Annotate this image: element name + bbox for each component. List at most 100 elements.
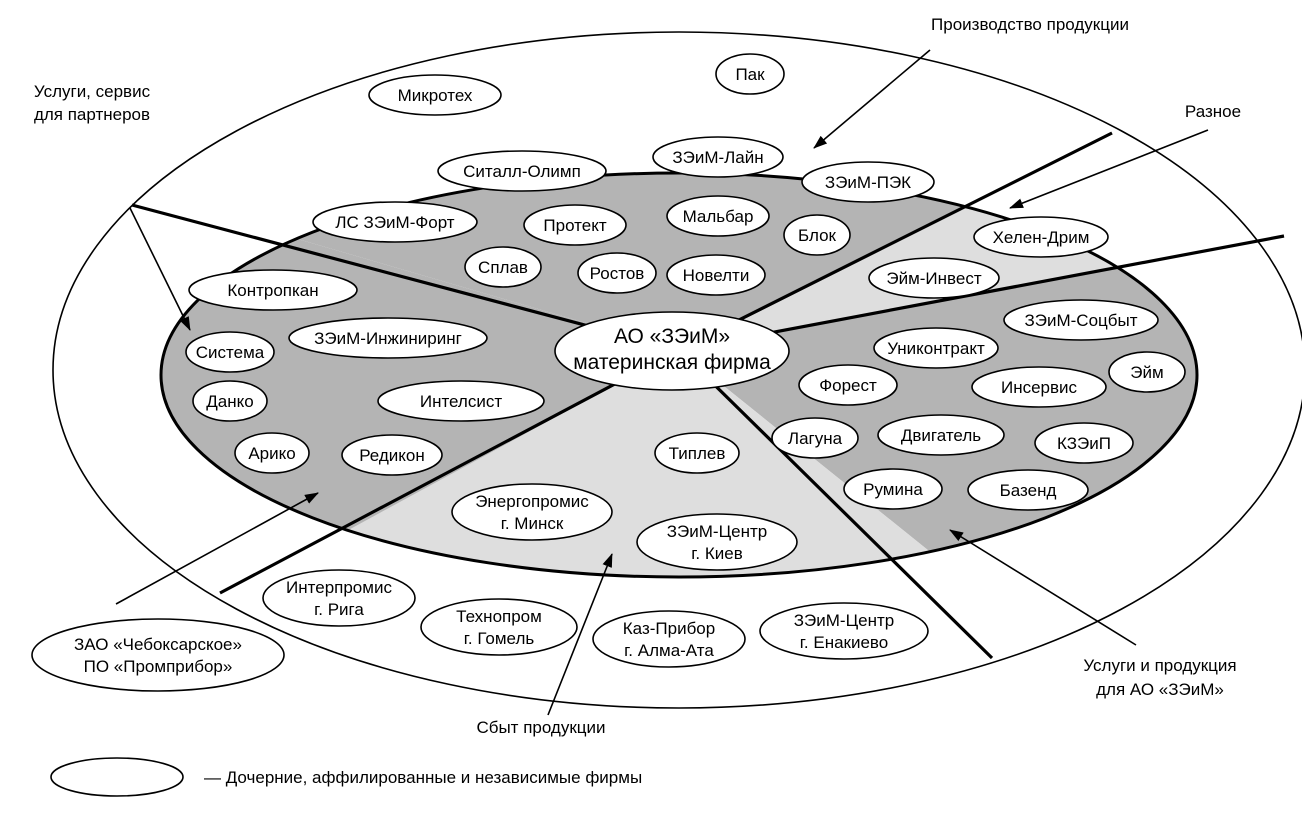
firm-label: Сплав (478, 258, 528, 277)
divider-line-lower-right (677, 348, 994, 660)
firm-label: Пак (735, 65, 765, 84)
firm-ellipse (1003, 299, 1159, 341)
arrow-services-partners (129, 207, 191, 331)
firm-ellipse (877, 414, 1005, 456)
firm-label: г. Гомель (464, 629, 535, 648)
firm-helen-drim: Хелен-Дрим (973, 216, 1109, 258)
firm-label: КЗЭиП (1057, 434, 1111, 453)
firm-label: Румина (863, 480, 923, 499)
firm-label: ЗЭиМ-Центр (667, 522, 767, 541)
callout-services-products-line2: для АО «ЗЭиМ» (1096, 680, 1224, 699)
firm-label: Хелен-Дрим (993, 228, 1090, 247)
callout-services-products-line1: Услуги и продукция (1083, 656, 1236, 675)
firm-ellipse (437, 150, 607, 192)
firm-cheboksarskoe: ЗАО «Чебоксарское» ПО «Промприбор» (31, 618, 285, 692)
callout-sales: Сбыт продукции (476, 718, 605, 737)
firm-ellipse (801, 161, 935, 203)
firm-ellipse (783, 214, 851, 256)
arrow-misc (1009, 129, 1209, 209)
sector-production (161, 173, 1110, 350)
firm-ellipse (771, 417, 859, 459)
callout-misc: Разное (1185, 102, 1241, 121)
firm-label: Интерпромис (286, 578, 392, 597)
firm-malbar: Мальбар (666, 195, 770, 237)
firm-label: Лагуна (788, 429, 843, 448)
firm-rostov: Ростов (577, 252, 657, 294)
firm-label: Каз-Прибор (623, 619, 715, 638)
firm-ellipse (368, 74, 502, 116)
firm-label: ЗЭиМ-Инжиниринг (314, 329, 462, 348)
firm-ellipse (873, 327, 999, 369)
center-label-line2: материнская фирма (573, 351, 771, 374)
firm-ellipse (288, 317, 488, 359)
firm-ellipse (31, 618, 285, 692)
firm-kzeip: КЗЭиП (1034, 422, 1134, 464)
firm-ellipse (654, 432, 740, 474)
firm-label: ЗАО «Чебоксарское» (74, 635, 242, 654)
firm-label: Технопром (456, 607, 542, 626)
firm-label: Униконтракт (887, 339, 985, 358)
firm-ellipse (451, 483, 613, 541)
firm-ellipse (843, 468, 943, 510)
callout-services-partners-line2: для партнеров (34, 105, 150, 124)
firm-unikontrakt: Униконтракт (873, 327, 999, 369)
firm-kaz-pribor: Каз-Прибор г. Алма-Ата (592, 610, 746, 668)
legend-text: — Дочерние, аффилированные и независимые… (204, 768, 642, 787)
firm-ellipse (420, 598, 578, 656)
firm-ellipse (666, 254, 766, 296)
firm-label: Ситалл-Олимп (463, 162, 581, 181)
firm-zeim-pek: ЗЭиМ-ПЭК (801, 161, 935, 203)
callout-services-partners-line1: Услуги, сервис (34, 82, 151, 101)
firm-ellipse (185, 331, 275, 373)
firm-ellipse (234, 432, 310, 474)
firm-ariko: Арико (234, 432, 310, 474)
firm-label: ЛС ЗЭиМ-Форт (335, 213, 454, 232)
firm-ellipse (377, 380, 545, 422)
firm-label: Базенд (1000, 481, 1057, 500)
firm-label: Мальбар (683, 207, 754, 226)
firm-ellipse (636, 513, 798, 571)
firm-redikon: Редикон (341, 434, 443, 476)
firm-ellipse (715, 53, 785, 95)
firm-blok: Блок (783, 214, 851, 256)
firm-ellipse (577, 252, 657, 294)
firm-label: Инсервис (1001, 378, 1078, 397)
firm-ellipse (973, 216, 1109, 258)
firm-eym: Эйм (1108, 351, 1186, 393)
legend: — Дочерние, аффилированные и независимые… (50, 757, 642, 797)
firm-label: Система (196, 343, 265, 362)
firm-eym-invest: Эйм-Инвест (868, 257, 1000, 299)
sector-misc (679, 173, 1197, 350)
callout-arrows (115, 49, 1209, 716)
firm-laguna: Лагуна (771, 417, 859, 459)
firm-label: г. Минск (501, 514, 564, 533)
firm-ellipse (464, 246, 542, 288)
firm-label: ПО «Промприбор» (84, 657, 233, 676)
firm-label: Эйм-Инвест (886, 269, 981, 288)
firm-label: г. Енакиево (800, 633, 888, 652)
arrow-services-products (949, 529, 1137, 646)
firm-danko: Данко (192, 380, 268, 422)
firms-layer: ПакМикротехСиталл-ОлимпЗЭиМ-ЛайнЗЭиМ-ПЭК… (31, 53, 1186, 692)
firm-zeim-centr-kiev: ЗЭиМ-Центр г. Киев (636, 513, 798, 571)
firm-zeim-socbyt: ЗЭиМ-Соцбыт (1003, 299, 1159, 341)
firm-forest: Форест (798, 364, 898, 406)
divider-line-right (678, 234, 1285, 352)
firm-label: г. Алма-Ата (624, 641, 714, 660)
firm-label: Новелти (683, 266, 750, 285)
firm-label: Арико (248, 444, 295, 463)
firm-label: Форест (819, 376, 877, 395)
firm-label: г. Киев (691, 544, 742, 563)
firm-ellipse (523, 204, 627, 246)
firm-ellipse (262, 569, 416, 627)
firm-ls-zeim-fort: ЛС ЗЭиМ-Форт (312, 201, 478, 243)
callout-production: Производство продукции (931, 15, 1129, 34)
firm-label: Типлев (669, 444, 726, 463)
firm-ellipse (1034, 422, 1134, 464)
firm-label: Интелсист (420, 392, 503, 411)
firm-ellipse (192, 380, 268, 422)
firm-protekt: Протект (523, 204, 627, 246)
